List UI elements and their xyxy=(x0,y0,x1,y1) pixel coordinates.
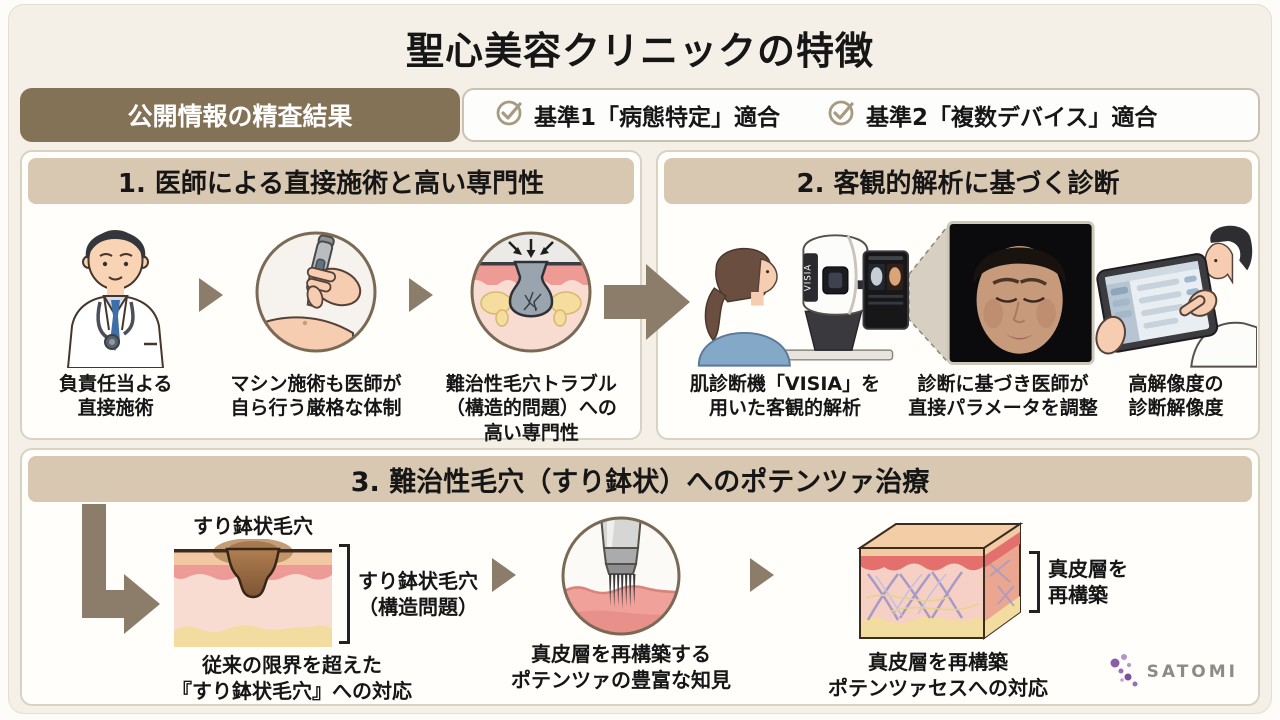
section-3-item-1: すり鉢状毛穴 xyxy=(172,510,478,704)
visia-machine-illustration: VISIA xyxy=(660,216,910,368)
section-3-item-2: 真皮層を再構築する ポテンツァの豊富な知見 xyxy=(511,510,731,693)
section-2-panel: 2. 客観的解析に基づく診断 VISIA xyxy=(656,150,1260,440)
check-text: 基準1「病態特定」適合 xyxy=(534,105,781,131)
doctor-tablet-illustration xyxy=(1095,216,1257,368)
section-2-item-1: VISIA xyxy=(660,216,910,421)
bracket xyxy=(339,544,350,644)
bracket xyxy=(1029,551,1040,613)
arrow-right-icon xyxy=(750,558,774,592)
caption: 真皮層を再構築 ポテンツァセスへの対応 xyxy=(828,650,1048,700)
caption: 肌診断機「VISIA」を 用いた客観的解析 xyxy=(689,373,881,420)
satomi-logo: SATOMI xyxy=(1107,652,1238,692)
section-1-item-1: 負責任当よる 直接施術 xyxy=(32,216,199,421)
section-1-body: 負責任当よる 直接施術 xyxy=(22,210,640,445)
verification-bar: 公開情報の精査結果 基準1「病態特定」適合 基準2「複数デバイス」適合 xyxy=(20,88,1260,142)
arrow-right-icon xyxy=(199,278,224,312)
check-item-2: 基準2「複数デバイス」適合 xyxy=(826,97,1157,133)
diagram-side-label: すり鉢状毛穴 （構造問題） xyxy=(358,569,478,619)
section-3-item-3: 真皮層を 再構築 真皮層を再構築 ポテンツァセスへの対応 xyxy=(828,510,1128,701)
section-3-panel: 3. 難治性毛穴（すり鉢状）へのポテンツァ治療 すり鉢状毛穴 xyxy=(20,448,1260,706)
visia-machine-label: VISIA xyxy=(804,264,814,291)
verification-checks: 基準1「病態特定」適合 基準2「複数デバイス」適合 xyxy=(462,88,1260,142)
doctor-illustration xyxy=(48,216,183,368)
section-1-item-2: マシン施術も医師が 自ら行う厳格な体制 xyxy=(223,216,408,421)
pore-cross-section-illustration xyxy=(468,216,594,368)
big-arrow-right-icon xyxy=(604,264,690,340)
pore-crater-diagram xyxy=(174,539,332,647)
section-1-panel: 1. 医師による直接施術と高い専門性 xyxy=(20,150,642,444)
arrow-right-icon xyxy=(492,558,516,592)
section-1-item-3: 難治性毛穴トラブル （構造的問題）への 高い専門性 xyxy=(433,216,630,445)
circle-check-icon xyxy=(494,97,524,133)
section-2-body: VISIA xyxy=(658,210,1258,421)
arrow-right-icon xyxy=(408,278,433,312)
page-title: 聖心美容クリニックの特徴 xyxy=(405,29,874,73)
microneedle-illustration xyxy=(561,516,681,636)
face-analysis-photo xyxy=(909,216,1097,368)
section-1-title: 1. 医師による直接施術と高い専門性 xyxy=(28,158,634,204)
caption: 従来の限界を超えた 『すり鉢状毛穴』への対応 xyxy=(172,653,412,703)
dermis-block-illustration xyxy=(856,522,1024,640)
diagram-top-label: すり鉢状毛穴 xyxy=(193,514,313,538)
circle-check-icon xyxy=(826,97,856,133)
caption: 負責任当よる 直接施術 xyxy=(58,373,173,420)
caption: 高解像度の 診断解像度 xyxy=(1128,373,1224,420)
section-3-body: すり鉢状毛穴 xyxy=(22,504,1258,704)
section-3-title: 3. 難治性毛穴（すり鉢状）へのポテンツァ治療 xyxy=(28,456,1252,502)
logo-dots-icon xyxy=(1110,654,1138,687)
section-2-item-3: 高解像度の 診断解像度 xyxy=(1095,216,1257,421)
caption: 真皮層を再構築する ポテンツァの豊富な知見 xyxy=(511,642,731,692)
section-2-item-2: 診断に基づき医師が 直接パラメータを調整 xyxy=(908,216,1098,421)
handpiece-illustration xyxy=(253,216,379,368)
section-2-title: 2. 客観的解析に基づく診断 xyxy=(664,158,1252,204)
block-side-label: 真皮層を 再構築 xyxy=(1048,557,1128,607)
check-text: 基準2「複数デバイス」適合 xyxy=(866,105,1158,131)
caption: マシン施術も医師が 自ら行う厳格な体制 xyxy=(230,373,402,420)
caption: 診断に基づき医師が 直接パラメータを調整 xyxy=(908,373,1098,420)
verification-label: 公開情報の精査結果 xyxy=(20,88,460,142)
caption: 難治性毛穴トラブル （構造的問題）への 高い専門性 xyxy=(445,373,617,444)
logo-text: SATOMI xyxy=(1146,662,1238,682)
l-shaped-arrow-icon xyxy=(82,504,160,634)
check-item-1: 基準1「病態特定」適合 xyxy=(494,97,780,133)
